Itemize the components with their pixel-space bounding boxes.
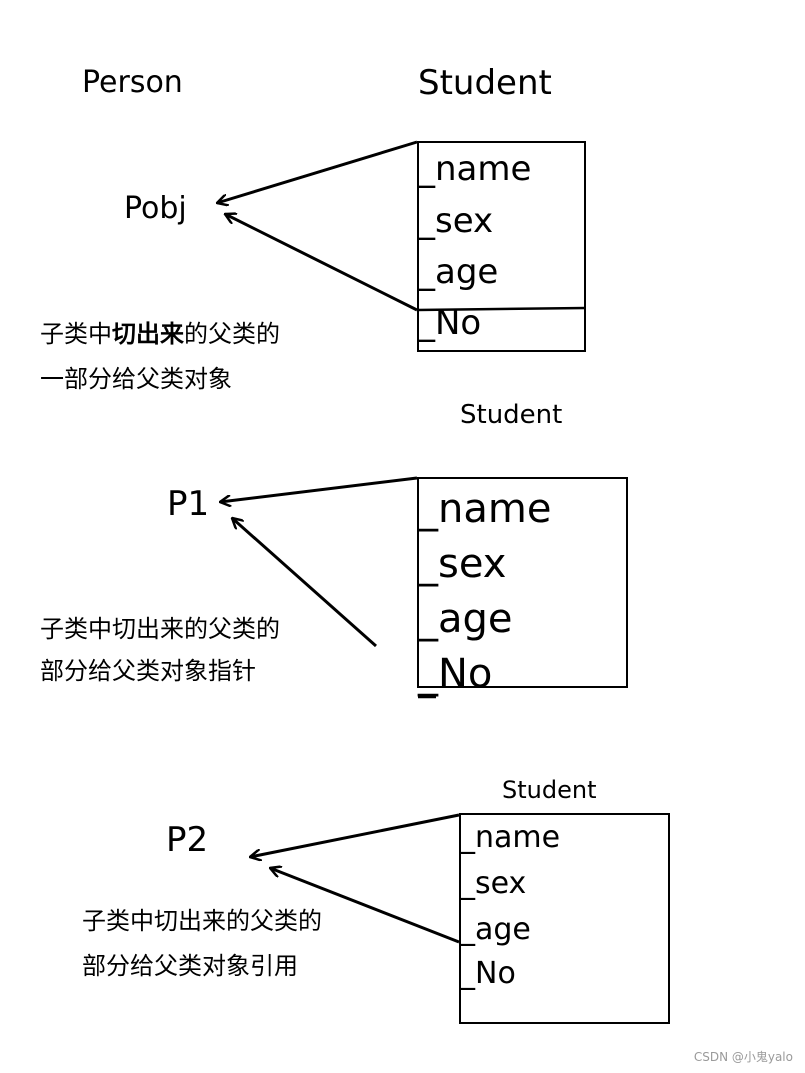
pointer-arrow-3-bottom: [270, 868, 460, 944]
caption-1-line-1: 子类中切出来的父类的: [40, 320, 280, 348]
watermark: CSDN @小鬼yalo: [693, 1050, 793, 1064]
pointer-arrow-2-bottom: [232, 518, 377, 648]
field-name-2: _name: [418, 486, 552, 532]
field-sex-1: _sex: [418, 201, 494, 241]
student-object-box-1: [417, 141, 586, 352]
field-name-1: _name: [418, 149, 532, 189]
p2-label: P2: [166, 820, 209, 860]
field-no-1: _No: [418, 303, 482, 343]
pointer-arrow-1-bottom: [225, 214, 418, 312]
p1-label: P1: [167, 484, 210, 524]
pointer-arrow-1-top: [217, 140, 418, 203]
student-label-1: Student: [418, 63, 552, 103]
field-no-3: _No: [460, 956, 516, 991]
caption-3-line-2: 部分给父类对象引用: [82, 952, 298, 980]
pobj-label: Pobj: [124, 191, 187, 226]
student-object-box-2: [417, 477, 628, 688]
pointer-arrow-3-top: [250, 813, 460, 857]
field-sex-2: _sex: [418, 541, 507, 587]
student-label-2: Student: [460, 400, 563, 430]
slice-divider-line-1: [416, 306, 587, 312]
field-no-2: _No: [418, 651, 493, 697]
field-name-3: _name: [460, 820, 561, 855]
pointer-arrow-2-top: [220, 476, 418, 502]
person-label: Person: [82, 65, 183, 100]
student-object-box-3: [459, 813, 670, 1024]
field-age-1: _age: [418, 252, 499, 292]
caption-2-line-1: 子类中切出来的父类的: [40, 615, 280, 643]
field-age-3: _age: [460, 912, 531, 947]
caption-1-line-2: 一部分给父类对象: [40, 365, 232, 393]
student-label-3: Student: [502, 776, 597, 804]
field-age-2: _age: [418, 596, 513, 642]
caption-2-line-2: 部分给父类对象指针: [40, 657, 256, 685]
caption-3-line-1: 子类中切出来的父类的: [82, 907, 322, 935]
field-sex-3: _sex: [460, 866, 527, 901]
